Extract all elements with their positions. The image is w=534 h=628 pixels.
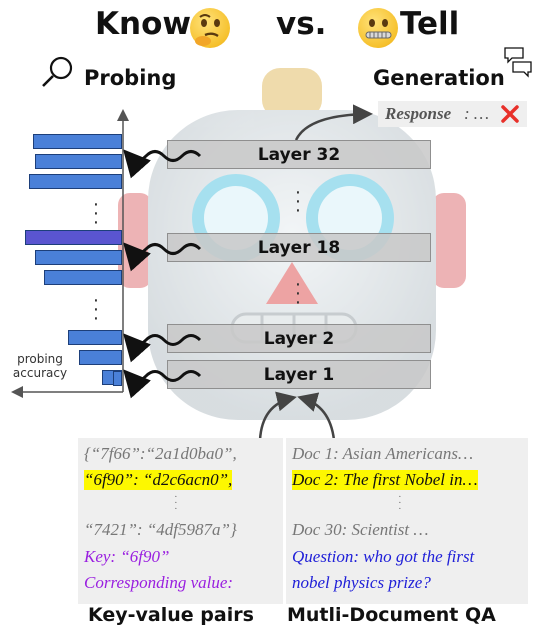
response-label: Response [385, 104, 452, 123]
bar-ellipsis-lower: ··· [92, 289, 100, 329]
layer-box-1: Layer 1 [167, 360, 431, 389]
kv-input-arrow [258, 391, 297, 441]
qa-doc-1: Doc 1: Asian Americans… [292, 444, 474, 463]
probe-bar [79, 350, 122, 365]
kv-query-key: Key: “6f90” [84, 547, 170, 566]
kv-query-prompt: Corresponding value: [84, 573, 234, 592]
kv-ellipsis: ··· [174, 491, 178, 515]
probe-bar [29, 174, 122, 189]
generation-arrow [294, 104, 373, 141]
qa-question-line-2: nobel physics prize? [292, 573, 431, 592]
probing-accuracy-label-line1: probing [17, 352, 63, 366]
probe-bar [35, 154, 122, 169]
kv-line-2-highlighted: “6f90”: “d2c6acn0”, [84, 470, 233, 490]
multi-doc-qa-panel: Doc 1: Asian Americans… Doc 2: The first… [286, 438, 528, 604]
probing-accuracy-label: probing accuracy [10, 352, 70, 380]
probe-arrow-layer-32 [123, 149, 202, 179]
probe-arrow-layer-18 [123, 242, 202, 272]
kv-caption: Key-value pairs [88, 604, 254, 626]
title-vs: vs. [276, 6, 327, 42]
qa-ellipsis: ··· [398, 491, 402, 515]
layer-ellipsis-lower: ··· [294, 273, 302, 313]
layer-box-18: Layer 18 [167, 233, 431, 262]
kv-line-4: “7421”: “4df5987a”} [84, 520, 237, 539]
qa-doc-30: Doc 30: Scientist … [292, 520, 429, 539]
kv-line-1: {“7f66”:“2a1d0ba0”, [84, 444, 237, 463]
title-tell: Tell [400, 6, 460, 42]
bar-ellipsis-upper: ··· [92, 193, 100, 233]
probe-bar [113, 371, 122, 386]
zipper-mouth-face-icon [358, 8, 398, 48]
layer-box-32: Layer 32 [167, 140, 431, 169]
probe-bar [35, 250, 122, 265]
response-box: Response : … [378, 101, 527, 127]
probe-bar [68, 330, 122, 345]
magnifier-icon [42, 56, 73, 87]
qa-doc-2-highlighted: Doc 2: The first Nobel in… [292, 470, 478, 490]
kv-pairs-panel: {“7f66”:“2a1d0ba0”, “6f90”: “d2c6acn0”, … [78, 438, 283, 604]
thinking-face-icon [190, 8, 230, 48]
qa-caption: Mutli-Document QA [287, 604, 496, 626]
red-cross-icon [501, 105, 519, 123]
generation-label: Generation [373, 66, 505, 90]
probe-bar [25, 230, 122, 245]
probing-accuracy-label-line2: accuracy [12, 366, 68, 380]
probe-bar [44, 270, 122, 285]
layer-ellipsis-upper: ··· [294, 181, 302, 221]
probing-label: Probing [84, 66, 177, 90]
layer-box-2: Layer 2 [167, 324, 431, 353]
speech-bubbles-icon [504, 47, 532, 78]
qa-question-line-1: Question: who got the first [292, 547, 475, 566]
probe-bar [33, 134, 122, 149]
qa-input-arrow [297, 392, 336, 441]
probe-arrow-layer-2 [123, 333, 202, 363]
title-know: Know [95, 6, 192, 42]
response-text: : … [464, 104, 490, 123]
probe-arrow-layer-1 [123, 369, 202, 399]
